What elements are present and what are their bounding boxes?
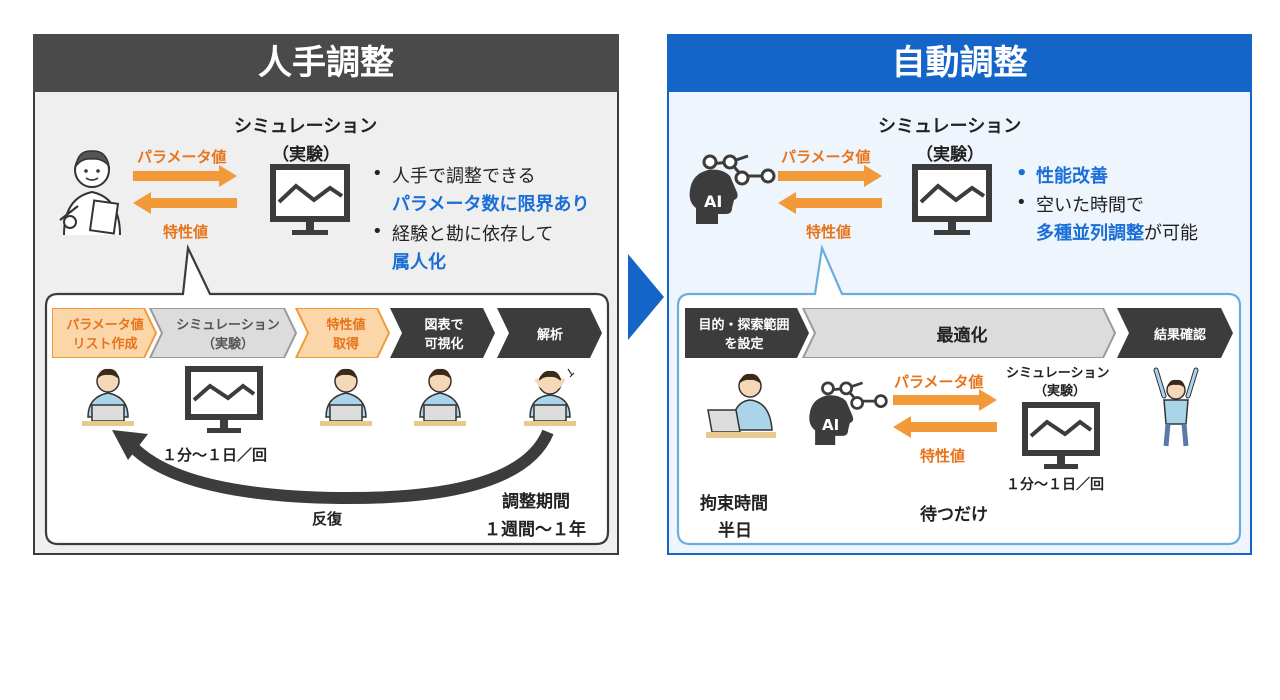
- worker-laptop-icon-2: [320, 368, 372, 426]
- manual-step3-line2: 取得: [332, 337, 359, 352]
- worker-laptop-icon-1: [82, 368, 134, 426]
- manual-title: 人手調整: [258, 43, 394, 83]
- worker-laptop-icon-3: [414, 368, 466, 426]
- manual-param-arrow-right: [133, 165, 237, 187]
- auto-bullet2-line1: 空いた時間で: [1036, 195, 1144, 216]
- manual-steps-flow: [52, 308, 602, 358]
- auto-char-arrow-left: [778, 192, 882, 214]
- auto-bind-value: 半日: [718, 521, 752, 541]
- auto-char-label: 特性値: [806, 223, 852, 241]
- manual-bullet2-line1: 経験と勘に依存して: [392, 224, 554, 245]
- auto-param-arrow-right: [778, 165, 882, 187]
- manual-bullet2-line2: 属人化: [392, 252, 446, 273]
- inner-monitor-icon: [1022, 402, 1100, 469]
- manual-bullet2-dot: •: [372, 221, 383, 242]
- manual-step1-line1: パラメータ値: [66, 318, 144, 333]
- inner-param-arrow-right: [893, 389, 997, 411]
- auto-ai-label: AI: [704, 192, 723, 211]
- manual-repeat-label: 反復: [312, 510, 343, 528]
- manual-step1-line2: リスト作成: [72, 337, 138, 352]
- inner-char-label: 特性値: [920, 447, 966, 465]
- auto-bullet2-line2: 多種並列調整が可能: [1036, 219, 1198, 245]
- auto-bind-label: 拘束時間: [700, 494, 768, 514]
- inner-param-label: パラメータ値: [894, 373, 984, 391]
- transition-arrow: [628, 254, 664, 340]
- auto-monitor-icon: [912, 164, 992, 235]
- manual-char-arrow-left: [133, 192, 237, 214]
- auto-sim-label: シミュレーション: [878, 116, 1022, 137]
- monitor-icon-small: [185, 366, 263, 433]
- manual-period-value: １週間～１年: [484, 520, 586, 540]
- manual-step4-line1: 図表で: [424, 318, 464, 333]
- manual-per-run: １分～１日／回: [162, 446, 268, 464]
- ai-head-icon: [689, 154, 776, 224]
- inner-sim-sublabel: （実験）: [1034, 384, 1087, 399]
- manual-step2-line2: （実験）: [201, 337, 254, 352]
- auto-bullet2-dot: •: [1016, 192, 1027, 213]
- manual-bullet1-dot: •: [372, 163, 383, 184]
- worker-troubled-icon: [524, 368, 576, 426]
- manual-param-label: パラメータ値: [137, 148, 227, 166]
- manual-step5-line1: 解析: [536, 328, 563, 343]
- manual-bullet1-line1: 人手で調整できる: [392, 166, 536, 187]
- inner-char-arrow-left: [893, 416, 997, 438]
- manual-step4-line2: 可視化: [424, 337, 464, 352]
- auto-bullet1-dot: •: [1016, 163, 1028, 184]
- manual-panel-header: [33, 34, 619, 92]
- auto-step1-line2: を設定: [724, 337, 764, 352]
- auto-step3-label: 結果確認: [1153, 328, 1206, 343]
- inner-per-run: １分～１日／回: [1006, 477, 1104, 493]
- manual-char-label: 特性値: [163, 223, 209, 241]
- person-celebrating-icon: [1153, 367, 1199, 447]
- auto-wait-label: 待つだけ: [920, 505, 988, 525]
- manual-step2-line1: シミュレーション: [176, 318, 280, 333]
- auto-panel-header: [667, 34, 1252, 92]
- auto-param-label: パラメータ値: [781, 148, 871, 166]
- inner-sim-label: シミュレーション: [1006, 366, 1110, 381]
- manual-sim-sublabel: （実験）: [272, 145, 340, 165]
- auto-bullet1: 性能改善: [1036, 166, 1108, 187]
- auto-bullet2-rest: が可能: [1144, 223, 1198, 244]
- monitor-icon: [270, 164, 350, 235]
- inner-ai-label: AI: [822, 416, 840, 434]
- auto-steps-flow: [685, 308, 1233, 358]
- auto-step2-label: 最適化: [936, 326, 988, 346]
- auto-bullet2-emphasis: 多種並列調整: [1036, 223, 1144, 244]
- person-setting-icon: [706, 373, 776, 438]
- repeat-arrow: [112, 429, 554, 505]
- auto-title: 自動調整: [891, 43, 1028, 83]
- manual-step3-line1: 特性値: [326, 318, 366, 333]
- auto-step1-line1: 目的・探索範囲: [698, 318, 790, 333]
- manual-period-label: 調整期間: [502, 492, 570, 512]
- manual-bullet1-line2: パラメータ数に限界あり: [392, 194, 590, 215]
- manual-sim-label: シミュレーション: [234, 116, 378, 137]
- inner-ai-head-icon: [809, 381, 888, 445]
- auto-sim-sublabel: （実験）: [916, 145, 984, 165]
- engineer-person-icon: [59, 150, 121, 236]
